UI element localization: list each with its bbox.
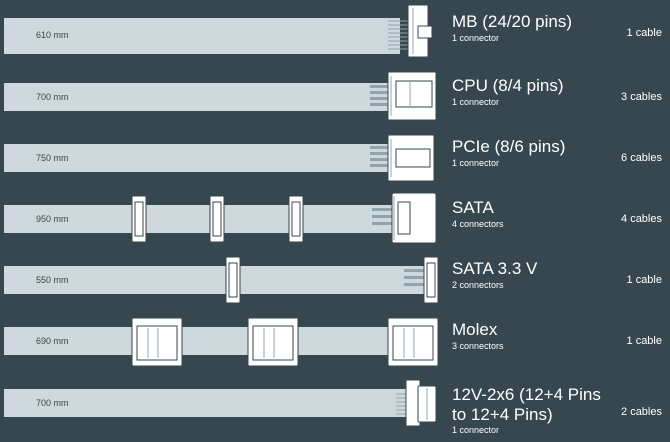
cable-length: 690 mm bbox=[36, 336, 69, 346]
pcie-8pin-connector-icon bbox=[370, 134, 435, 182]
cable-name: Molex bbox=[452, 320, 498, 339]
cable-count: 1 cable bbox=[626, 274, 662, 286]
connector-count: 4 connectors bbox=[452, 219, 504, 229]
cable-row-pcie: 750 mm PCIe (8/6 pins) 1 connector 6 cab… bbox=[0, 127, 670, 187]
cable-count: 4 cables bbox=[621, 213, 662, 225]
cable-name: PCIe (8/6 pins) bbox=[452, 137, 566, 156]
connector-count: 3 connectors bbox=[452, 341, 504, 351]
cable-length: 610 mm bbox=[36, 30, 69, 40]
12v-2x6-connector-icon bbox=[396, 379, 437, 427]
cable-count: 6 cables bbox=[621, 152, 662, 164]
cable-name: MB (24/20 pins) bbox=[452, 12, 572, 31]
cable-name: SATA bbox=[452, 198, 494, 217]
cable-length: 550 mm bbox=[36, 275, 69, 285]
cable-row-cpu: 700 mm CPU (8/4 pins) 1 connector 3 cabl… bbox=[0, 66, 670, 126]
cable-length: 750 mm bbox=[36, 153, 69, 163]
cable-count: 1 cable bbox=[626, 335, 662, 347]
cable-body bbox=[4, 389, 408, 417]
connector-count: 1 connector bbox=[452, 97, 500, 107]
cable-body bbox=[4, 18, 400, 54]
cable-row-mb: 610 mm MB (24/20 pins) 1 connector 1 cab… bbox=[0, 2, 670, 62]
cable-length: 700 mm bbox=[36, 398, 69, 408]
connector-count: 1 connector bbox=[452, 33, 500, 43]
cable-body bbox=[4, 327, 388, 355]
cable-body bbox=[4, 266, 428, 294]
molex-connector-icon bbox=[131, 317, 439, 367]
cable-name-line-1: 12V-2x6 (12+4 Pins bbox=[452, 385, 601, 404]
cable-body bbox=[4, 205, 396, 233]
cable-length: 950 mm bbox=[36, 214, 69, 224]
cable-row-sata: 950 mm SATA 4 connectors 4 cables bbox=[0, 188, 670, 248]
cable-body bbox=[4, 144, 388, 172]
cable-name: 12V-2x6 (12+4 Pins to 12+4 Pins) bbox=[452, 385, 601, 425]
connector-count: 2 connectors bbox=[452, 280, 504, 290]
mb-24pin-connector-icon bbox=[388, 4, 433, 58]
cable-row-molex: 690 mm Molex 3 connectors 1 cable bbox=[0, 310, 670, 370]
connector-count: 1 connector bbox=[452, 158, 500, 168]
cable-name: SATA 3.3 V bbox=[452, 259, 538, 278]
cable-name-line-2: to 12+4 Pins) bbox=[452, 405, 553, 424]
cpu-8pin-connector-icon bbox=[370, 71, 437, 121]
cable-count: 1 cable bbox=[626, 27, 662, 39]
cable-row-12v-2x6: 700 mm 12V-2x6 (12+4 Pins to 12+4 Pins) … bbox=[0, 372, 670, 442]
cable-body bbox=[4, 83, 388, 111]
connector-count: 1 connector bbox=[452, 425, 500, 435]
sata-connector-icon bbox=[225, 256, 439, 304]
cable-length: 700 mm bbox=[36, 92, 69, 102]
sata-connector-icon bbox=[131, 192, 437, 244]
cable-count: 2 cables bbox=[621, 406, 662, 418]
cable-name: CPU (8/4 pins) bbox=[452, 76, 564, 95]
cable-count: 3 cables bbox=[621, 91, 662, 103]
cable-row-sata-3v3: 550 mm SATA 3.3 V 2 connectors 1 cable bbox=[0, 249, 670, 309]
